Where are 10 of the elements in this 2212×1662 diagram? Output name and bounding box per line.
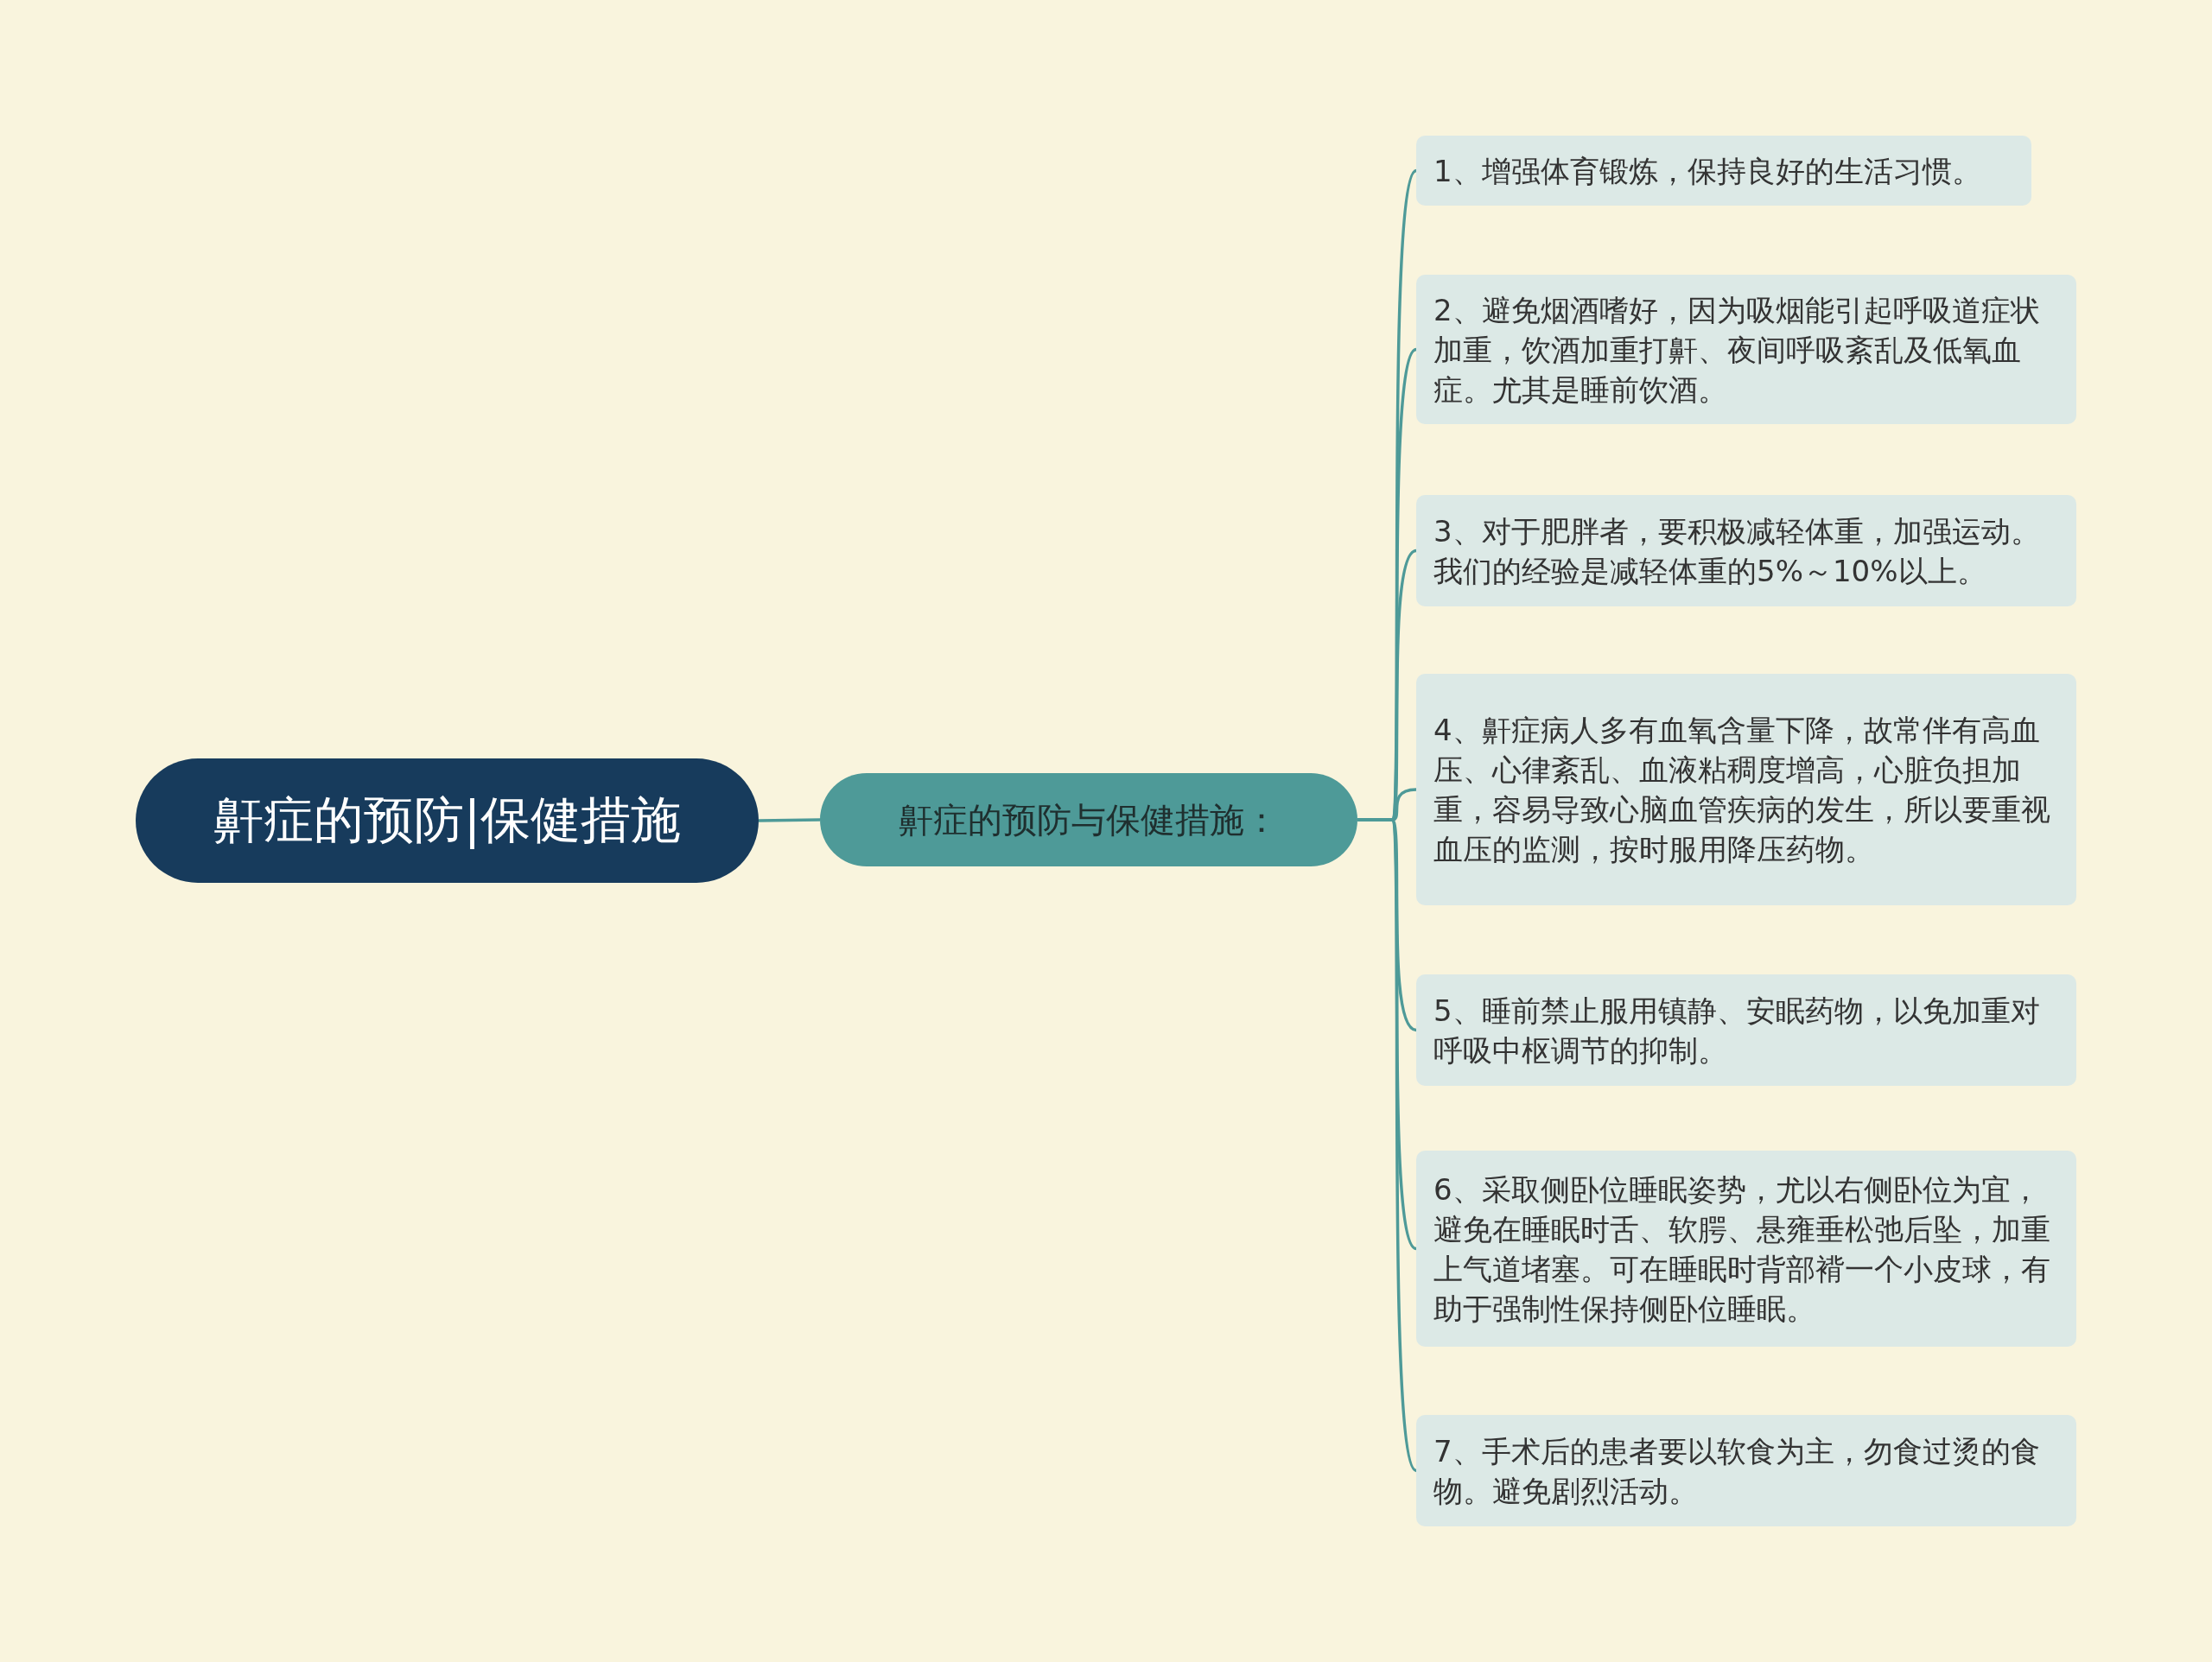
text-box: 2、避免烟酒嗜好，因为吸烟能引起呼吸道症状加重，饮酒加重打鼾、夜间呼吸紊乱及低氧血症。尤其是睡前饮酒。 [1416, 275, 2076, 424]
subtopic-pill: 鼾症的预防与保健措施： [820, 773, 1357, 866]
text-box: 6、采取侧卧位睡眠姿势，尤以右侧卧位为宜，避免在睡眠时舌、软腭、悬雍垂松弛后坠，加重上气道堵塞。可在睡眠时背部褙一个小皮球，有助于强制性保持侧卧位睡眠。 [1416, 1151, 2076, 1347]
topic-pill: 鼾症的预防|保健措施 [136, 758, 759, 883]
text-box: 7、手术后的患者要以软食为主，勿食过烫的食物。避免剧烈活动。 [1416, 1415, 2076, 1526]
text-box: 3、对于肥胖者，要积极减轻体重，加强运动。我们的经验是减轻体重的5%～10%以上。 [1416, 495, 2076, 606]
text-box: 5、睡前禁止服用镇静、安眠药物，以免加重对呼吸中枢调节的抑制。 [1416, 974, 2076, 1086]
connector-line [758, 818, 821, 822]
text-box: 1、增强体育锻炼，保持良好的生活习惯。 [1416, 136, 2031, 206]
text-box: 4、鼾症病人多有血氧含量下降，故常伴有高血压、心律紊乱、血液粘稠度增高，心脏负担加重，容易导致心脑血管疾病的发生，所以要重视血压的监测，按时服用降压药物。 [1416, 674, 2076, 905]
